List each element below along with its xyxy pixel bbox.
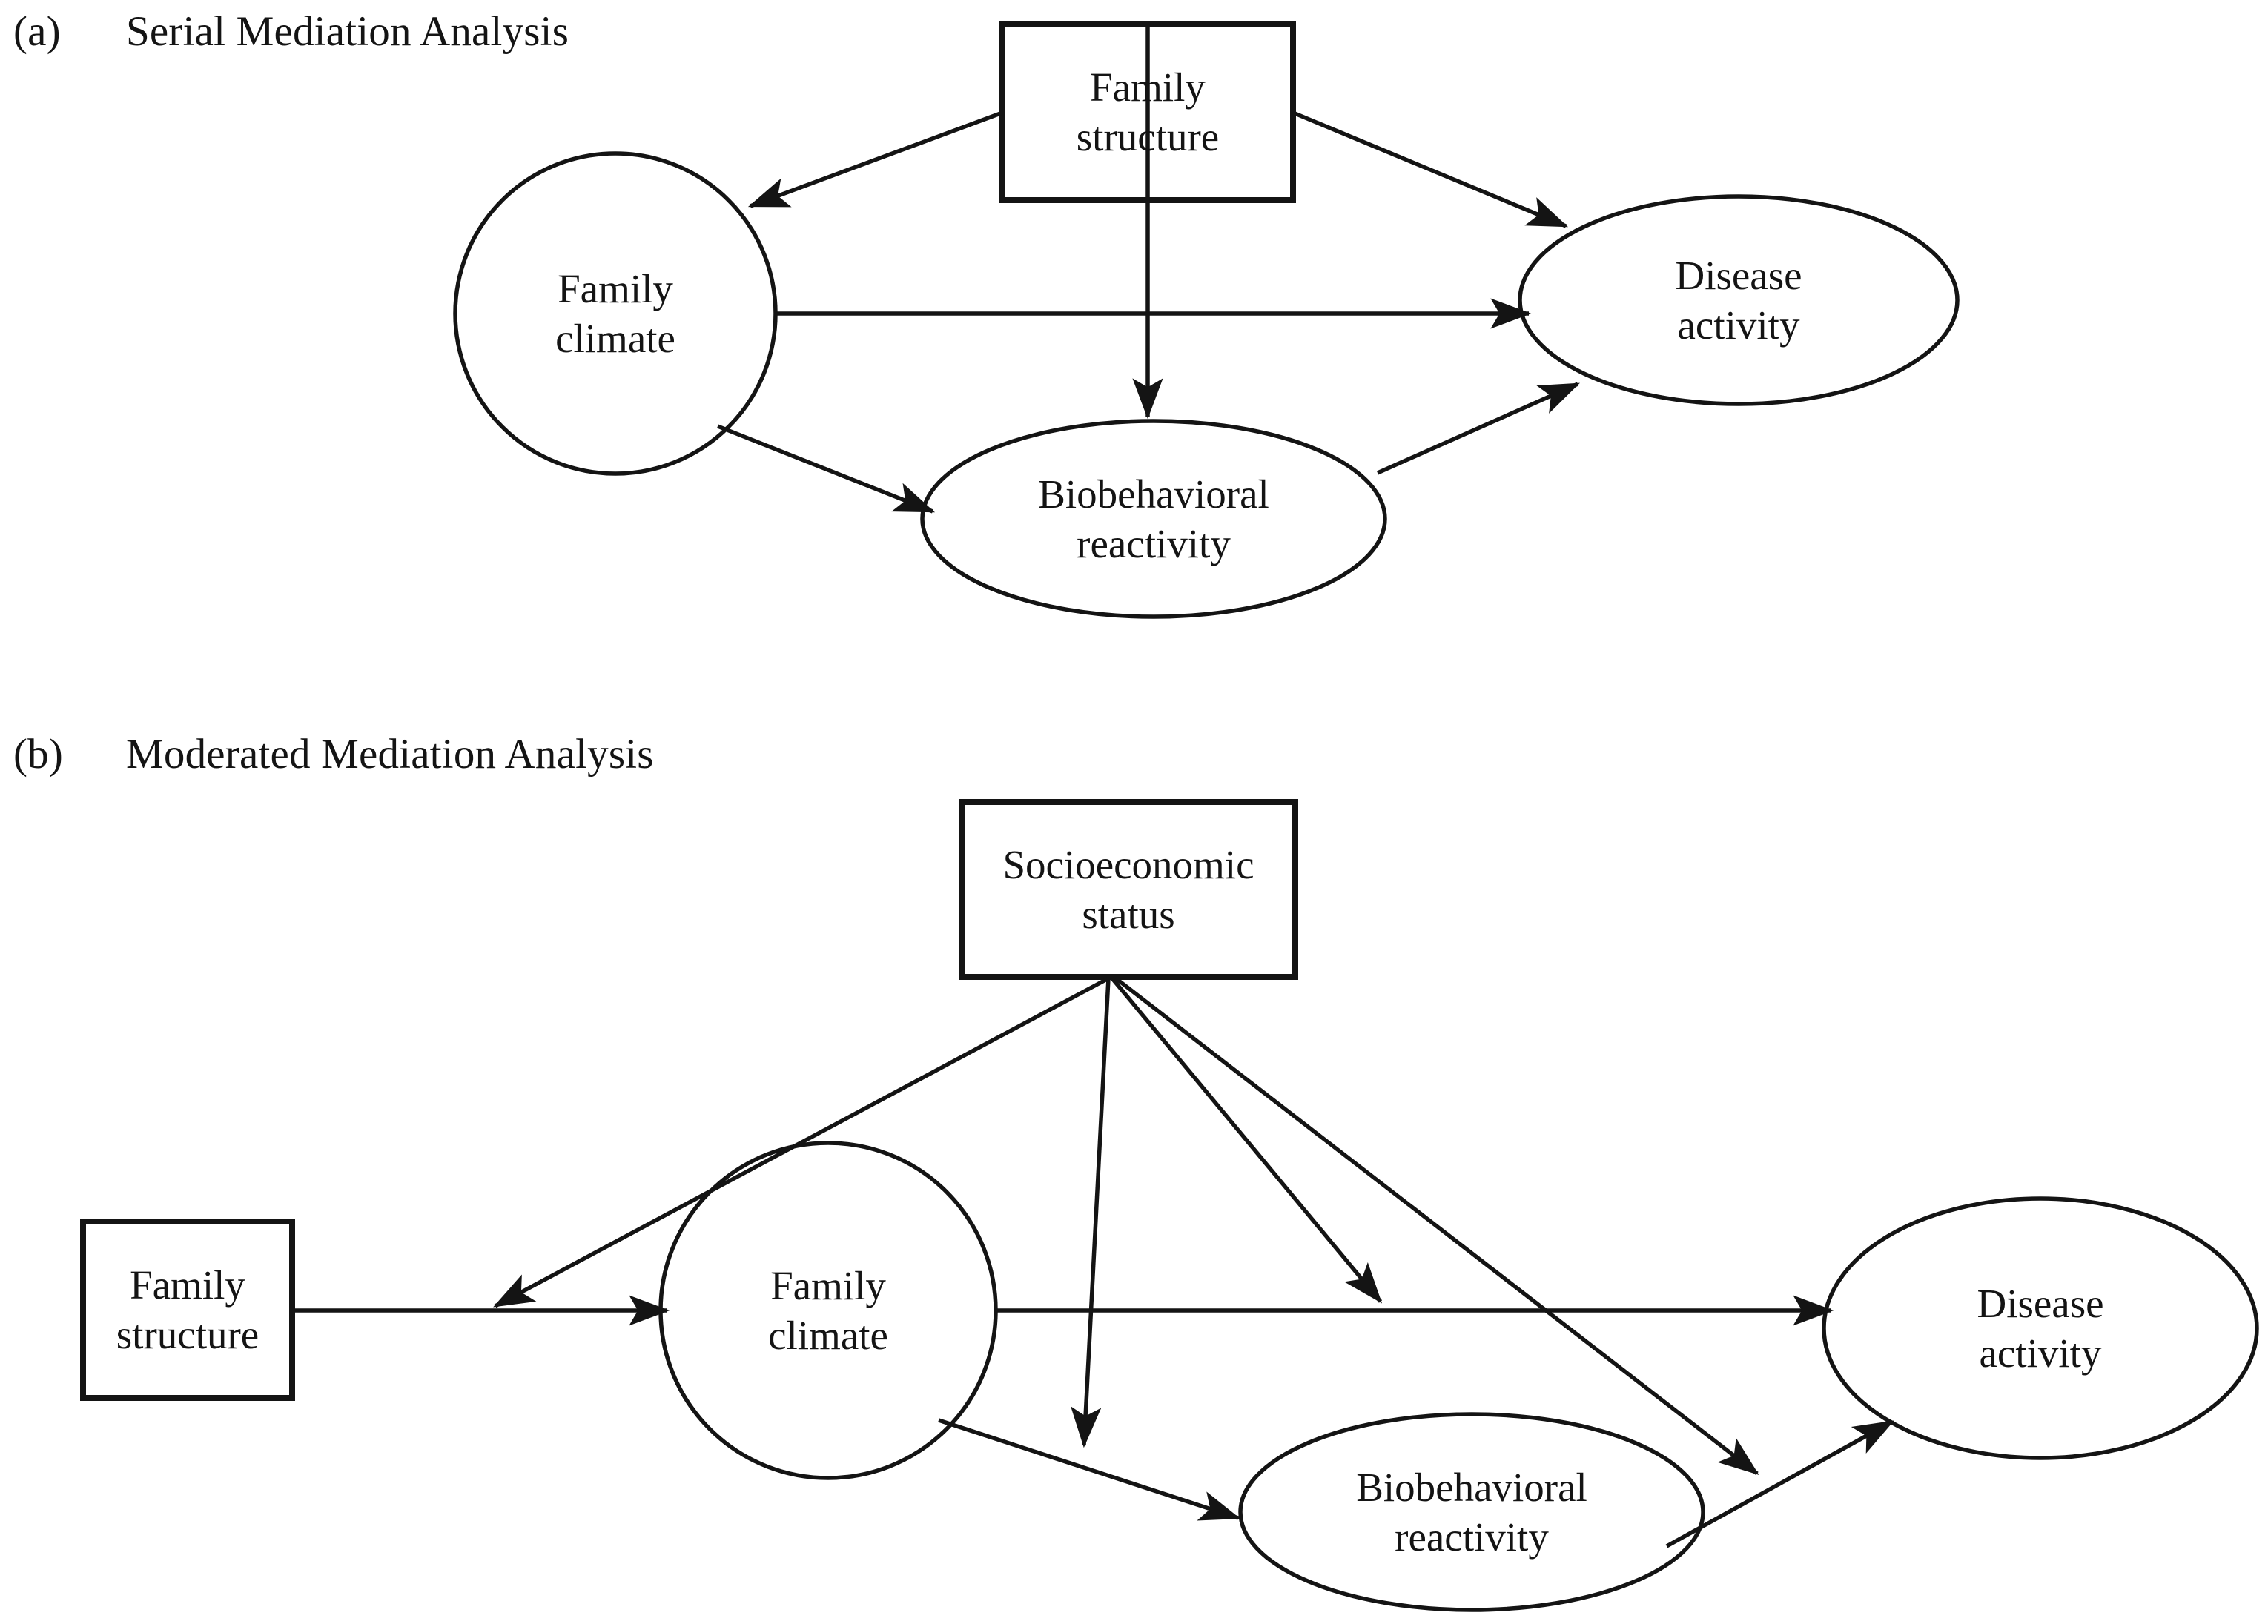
panel-b-tag: (b): [13, 731, 64, 778]
edge-b-ses-moderates-br-da: [1114, 976, 1759, 1476]
node-b-family-structure-shape: [80, 1219, 295, 1401]
panel-b-caption: (b) Moderated Mediation Analysis: [13, 730, 654, 778]
edge-b-fc-to-br: [938, 1418, 1241, 1521]
node-b-disease-activity-shape: [1822, 1196, 2259, 1460]
node-a-disease-activity-shape: [1518, 194, 1960, 406]
edge-a-fs-to-da: [1292, 110, 1569, 228]
node-b-biobehavioral-shape: [1238, 1412, 1705, 1612]
edge-a-fc-to-br: [716, 424, 936, 514]
edge-b-br-to-da: [1665, 1419, 1894, 1548]
node-a-family-climate-shape: [453, 151, 778, 476]
edge-b-ses-moderates-fs-fc: [493, 976, 1110, 1308]
panel-a-title: Serial Mediation Analysis: [126, 8, 569, 55]
edge-b-ses-moderates-fc-da: [1110, 977, 1383, 1304]
edge-b-ses-moderates-fc-br: [1071, 978, 1111, 1448]
node-b-socioeconomic-status-shape: [959, 799, 1298, 980]
panel-a-caption: (a) Serial Mediation Analysis: [13, 7, 569, 56]
node-a-biobehavioral-shape: [920, 419, 1387, 619]
edge-a-fs-to-fc: [747, 110, 1003, 208]
panel-b-title: Moderated Mediation Analysis: [126, 731, 654, 778]
edge-a-br-to-da: [1376, 382, 1581, 475]
node-b-family-climate-shape: [658, 1141, 998, 1480]
panel-a-tag: (a): [13, 8, 61, 55]
